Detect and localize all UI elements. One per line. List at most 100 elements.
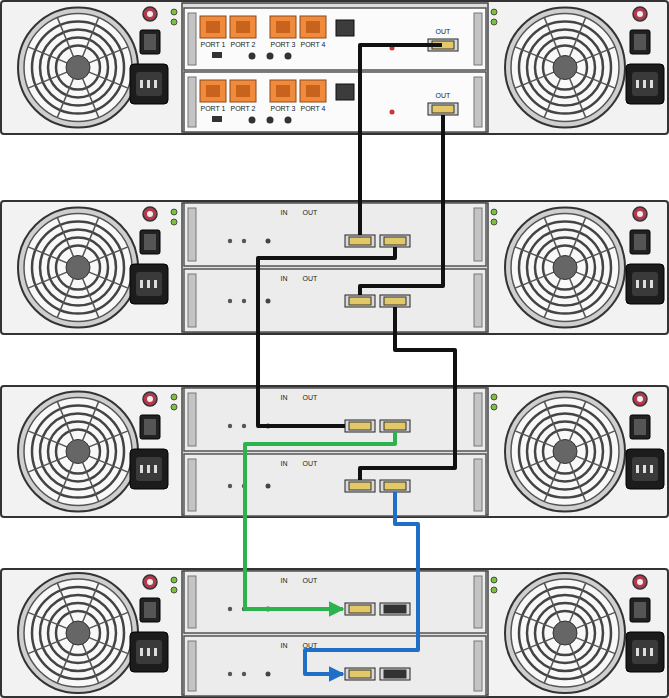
sas-port	[345, 668, 375, 680]
controller-module: PORT 1PORT 2PORT 3PORT 4OUT	[184, 8, 486, 70]
fan-spoke	[89, 47, 128, 63]
inlet-pin	[643, 280, 646, 288]
io-module-faceplate	[184, 388, 486, 451]
fan-grille	[535, 603, 595, 663]
fan-spoke	[544, 583, 560, 622]
fan-spoke	[28, 72, 67, 88]
fan-spoke	[570, 279, 586, 318]
fan-spoke	[576, 638, 615, 654]
enclosure-chassis	[1, 201, 668, 334]
status-led	[491, 219, 497, 225]
fan-spoke	[570, 79, 586, 118]
cable-plug	[349, 297, 371, 305]
fan-spoke	[570, 18, 586, 57]
port-label: OUT	[303, 275, 318, 282]
cable-plug	[384, 237, 406, 245]
psu-thumbscrew	[143, 207, 157, 221]
inlet-pin	[147, 80, 150, 88]
cable-plug	[349, 422, 371, 430]
psu-thumbscrew-center	[637, 396, 643, 402]
fan-spoke	[515, 247, 554, 263]
host-port-slot	[206, 85, 220, 97]
power-switch-rocker	[144, 34, 156, 50]
fan-spoke	[28, 431, 67, 447]
fan-spoke	[576, 431, 615, 447]
fan-grille	[543, 611, 587, 655]
module-latch	[188, 77, 196, 127]
psu-thumbscrew	[143, 392, 157, 406]
sas-port	[345, 295, 375, 307]
fan-spoke	[57, 279, 73, 318]
port-label: PORT 4	[300, 41, 325, 48]
io-module-faceplate	[184, 571, 486, 633]
fan-spoke	[515, 638, 554, 654]
inlet-pin	[147, 648, 150, 656]
power-switch-rocker	[144, 234, 156, 250]
status-led	[242, 299, 246, 303]
fan-housing	[18, 208, 138, 328]
power-switch	[140, 598, 160, 622]
status-led	[171, 587, 177, 593]
module-latch	[188, 459, 196, 511]
controller-faceplate	[184, 72, 486, 132]
psu-thumbscrew	[633, 392, 647, 406]
inlet-pin	[636, 280, 639, 288]
fan-spoke	[544, 218, 560, 257]
fan-grille	[56, 46, 100, 90]
fan-spoke	[576, 272, 615, 288]
fan-grille	[519, 587, 611, 679]
fan-spoke	[576, 456, 615, 472]
host-port	[270, 16, 296, 38]
sas-port	[380, 480, 410, 492]
enclosure-chassis	[1, 386, 668, 517]
inlet-pin	[643, 648, 646, 656]
cable-plug	[384, 297, 406, 305]
fan-grille	[527, 414, 603, 490]
host-port	[230, 80, 256, 102]
module-latch	[474, 459, 482, 511]
fan-spoke	[515, 272, 554, 288]
fan-grille	[527, 30, 603, 106]
fan-spoke	[89, 72, 128, 88]
fan-spoke	[83, 583, 99, 622]
psu-thumbscrew	[143, 575, 157, 589]
fan-spoke	[28, 272, 67, 288]
port-label: PORT 3	[270, 105, 295, 112]
fan-spoke	[570, 463, 586, 502]
module-latch	[474, 13, 482, 65]
inlet-pin	[636, 465, 639, 473]
sas-cable	[245, 432, 395, 609]
host-port	[200, 80, 226, 102]
fan-spoke	[544, 644, 560, 683]
fan-spoke	[515, 47, 554, 63]
power-inlet-socket	[632, 457, 658, 481]
fan-housing	[18, 392, 138, 512]
module-latch	[474, 393, 482, 446]
fan-grille	[543, 246, 587, 290]
fan-hub	[66, 440, 90, 464]
fan-spoke	[28, 247, 67, 263]
power-switch-rocker	[634, 602, 646, 618]
host-port-slot	[276, 85, 290, 97]
fan-opening	[24, 579, 132, 687]
power-inlet-socket	[632, 640, 658, 664]
fan-opening	[24, 214, 132, 322]
service-jack	[249, 117, 256, 124]
sas-cable	[305, 492, 418, 674]
fan-grille	[48, 603, 108, 663]
inlet-pin	[636, 80, 639, 88]
fan-hub	[553, 621, 577, 645]
fan-spoke	[544, 279, 560, 318]
status-led	[228, 299, 232, 303]
port-label: OUT	[303, 642, 318, 649]
fan-spoke	[576, 612, 615, 628]
fan-grille	[48, 38, 108, 98]
fan-spoke	[83, 463, 99, 502]
cable-plug	[349, 237, 371, 245]
inlet-pin	[636, 648, 639, 656]
fan-grille	[527, 230, 603, 306]
fan-spoke	[57, 79, 73, 118]
fan-spoke	[83, 18, 99, 57]
host-port	[300, 80, 326, 102]
